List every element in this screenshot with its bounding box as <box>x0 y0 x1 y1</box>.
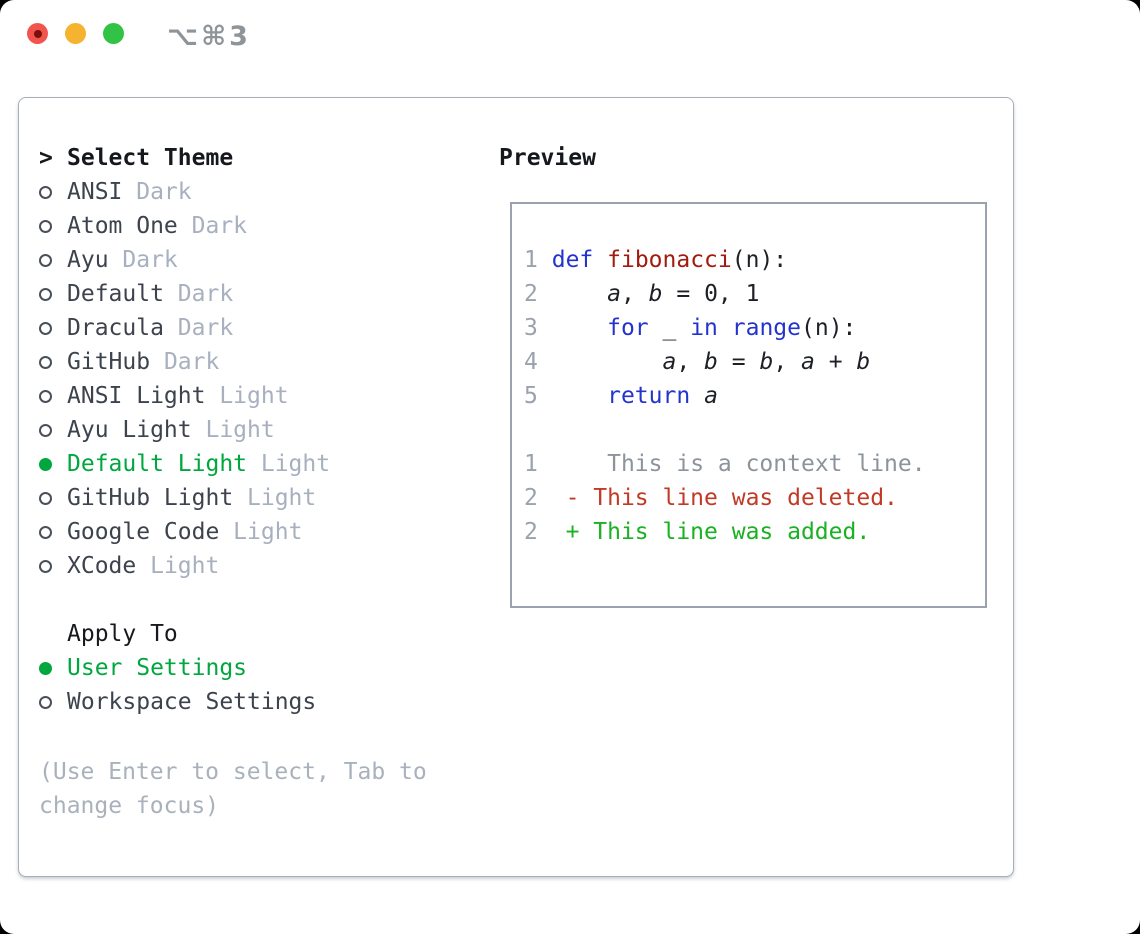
apply-to-title: Apply To <box>67 621 178 647</box>
theme-variant: Light <box>191 417 275 443</box>
theme-variant: Light <box>247 451 331 477</box>
theme-variant: Dark <box>163 315 234 341</box>
theme-option-default-dark[interactable]: Default Dark <box>39 277 330 311</box>
diff-added-line: 2 + This line was added. <box>524 519 871 545</box>
radio-icon <box>39 321 52 335</box>
radio-cell <box>39 559 67 573</box>
option-label: GitHub <box>67 349 151 375</box>
code-line: 1 def fibonacci(n): <box>524 247 788 273</box>
hint-text: (Use Enter to select, Tab to change focu… <box>39 759 427 819</box>
theme-option-ayu-dark[interactable]: Ayu Dark <box>39 243 330 277</box>
theme-variant: Dark <box>150 349 220 375</box>
titlebar: ⌥⌘3 <box>0 0 1140 70</box>
select-theme-title: Select Theme <box>67 145 234 171</box>
radio-icon <box>39 491 52 505</box>
code-line: 3 for _ in range(n): <box>524 315 857 341</box>
radio-icon <box>39 287 52 301</box>
option-label: Ayu Light <box>67 417 192 443</box>
theme-variant: Dark <box>177 213 248 239</box>
theme-option-dracula-dark[interactable]: Dracula Dark <box>39 311 330 345</box>
option-label: ANSI Light <box>67 383 206 409</box>
theme-option-google-code-light[interactable]: Google Code Light <box>39 515 330 549</box>
code-line: 2 a, b = 0, 1 <box>524 281 760 307</box>
option-label: Dracula <box>67 315 164 341</box>
diff-deleted-line: 2 - This line was deleted. <box>524 485 898 511</box>
zoom-button[interactable] <box>103 23 124 44</box>
apply-option-workspace-settings[interactable]: Workspace Settings <box>39 685 330 719</box>
radio-icon <box>39 355 52 369</box>
preview-code: 1 def fibonacci(n): 2 a, b = 0, 1 3 for _ … <box>524 243 926 549</box>
option-label: ANSI <box>67 179 123 205</box>
radio-cell <box>39 525 67 539</box>
apply-option-user-settings[interactable]: User Settings <box>39 651 330 685</box>
option-label: Default Light <box>67 451 248 477</box>
radio-cell <box>39 695 67 709</box>
radio-cell <box>39 253 67 267</box>
radio-cell <box>39 491 67 505</box>
theme-option-ansi-light-light[interactable]: ANSI Light Light <box>39 379 330 413</box>
radio-cell <box>39 185 67 199</box>
radio-icon <box>39 219 52 233</box>
option-label: Google Code <box>67 519 220 545</box>
theme-option-atom-one-dark[interactable]: Atom One Dark <box>39 209 330 243</box>
option-label: Ayu <box>67 247 109 273</box>
radio-cell <box>39 661 67 675</box>
theme-option-xcode-light[interactable]: XCode Light <box>39 549 330 583</box>
radio-cell <box>39 219 67 233</box>
theme-option-github-light-light[interactable]: GitHub Light Light <box>39 481 330 515</box>
radio-selected-icon <box>39 457 52 471</box>
option-label: GitHub Light <box>67 485 234 511</box>
diff-context-line: 1 This is a context line. <box>524 451 926 477</box>
theme-variant: Light <box>205 383 289 409</box>
option-label: XCode <box>67 553 137 579</box>
radio-icon <box>39 423 52 437</box>
radio-icon <box>39 185 52 199</box>
apply-to-header: Apply To <box>39 617 330 651</box>
blank-line <box>524 413 926 447</box>
theme-option-ayu-light-light[interactable]: Ayu Light Light <box>39 413 330 447</box>
preview-header: Preview <box>499 145 596 171</box>
radio-cell <box>39 423 67 437</box>
code-line: 5 return a <box>524 383 718 409</box>
minimize-button[interactable] <box>65 23 86 44</box>
radio-selected-icon <box>39 661 52 675</box>
theme-option-default-light-light[interactable]: Default Light Light <box>39 447 330 481</box>
window-title: ⌥⌘3 <box>167 21 251 52</box>
cursor-prefix: > <box>39 145 53 171</box>
option-label: Workspace Settings <box>67 689 317 715</box>
code-line: 4 a, b = b, a + b <box>524 349 871 375</box>
theme-option-github-dark[interactable]: GitHub Dark <box>39 345 330 379</box>
preview-box: 1 def fibonacci(n): 2 a, b = 0, 1 3 for _ … <box>510 202 987 608</box>
theme-option-ansi-dark[interactable]: ANSI Dark <box>39 175 330 209</box>
radio-icon <box>39 559 52 573</box>
theme-variant: Light <box>136 553 220 579</box>
radio-icon <box>39 525 52 539</box>
option-label: Default <box>67 281 164 307</box>
radio-cell <box>39 389 67 403</box>
option-label: Atom One <box>67 213 178 239</box>
radio-cell <box>39 287 67 301</box>
radio-icon <box>39 389 52 403</box>
radio-cell <box>39 355 67 369</box>
select-theme-header: > Select Theme <box>39 141 330 175</box>
theme-variant: Light <box>219 519 303 545</box>
theme-variant: Dark <box>163 281 234 307</box>
radio-icon <box>39 695 52 709</box>
theme-variant: Dark <box>108 247 178 273</box>
radio-cell <box>39 321 67 335</box>
theme-variant: Light <box>233 485 317 511</box>
close-button[interactable] <box>27 23 48 44</box>
spacer <box>39 583 330 617</box>
modified-dot-icon <box>33 29 42 38</box>
theme-variant: Dark <box>122 179 192 205</box>
radio-icon <box>39 253 52 267</box>
option-label: User Settings <box>67 655 248 681</box>
radio-cell <box>39 457 67 471</box>
